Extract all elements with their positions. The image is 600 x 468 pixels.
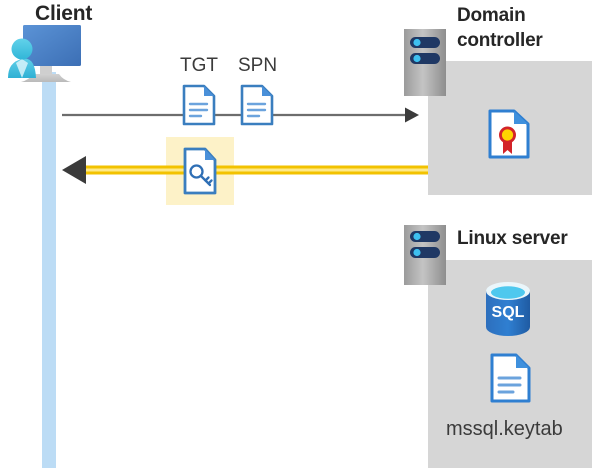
response-connector	[62, 156, 428, 184]
sql-database-text: SQL	[492, 304, 525, 321]
client-lifeline	[42, 72, 56, 468]
server-icon	[404, 29, 446, 96]
spn-label: SPN	[238, 55, 278, 76]
desktop-user-icon	[6, 22, 98, 84]
key-document-icon	[183, 147, 217, 195]
linux-server-label: Linux server	[457, 228, 568, 249]
document-icon	[240, 84, 274, 126]
server-icon	[404, 225, 446, 285]
certificate-document-icon	[487, 108, 531, 160]
sql-database-icon: SQL	[484, 281, 532, 337]
request-connector	[62, 107, 419, 123]
domain-controller-label: Domain controller	[457, 5, 543, 51]
document-icon	[182, 84, 216, 126]
client-label: Client	[35, 2, 93, 25]
mssql-keytab-label: mssql.keytab	[446, 418, 563, 440]
tgt-label: TGT	[180, 55, 218, 76]
document-icon	[489, 352, 531, 404]
